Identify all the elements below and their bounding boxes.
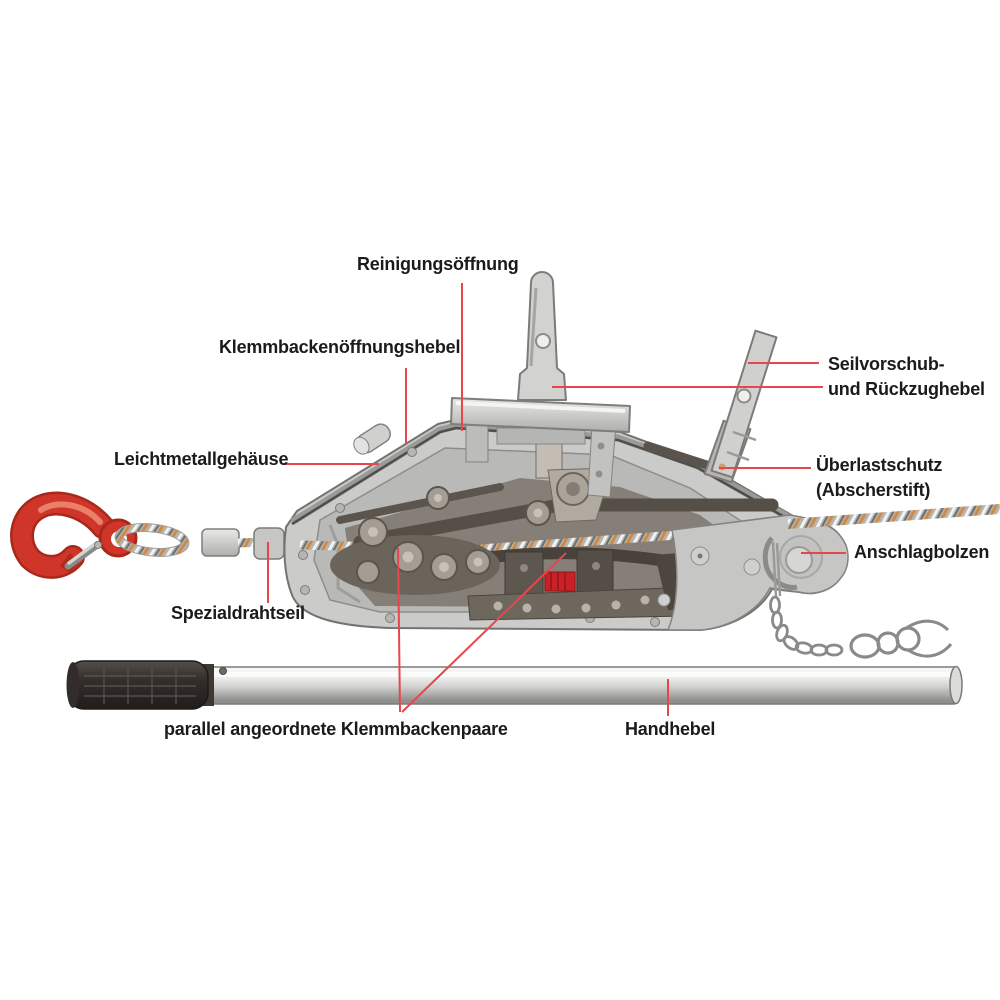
label-ueberlastschutz: Überlastschutz (Abscherstift) [816, 453, 942, 503]
label-handhebel: Handhebel [625, 719, 716, 739]
rope-right-graphic [787, 504, 1000, 529]
anchor-plate-graphic [657, 514, 849, 631]
handle-graphic [66, 660, 963, 710]
leader-lines [267, 283, 846, 716]
rope-thimble-graphic [114, 523, 285, 560]
label-ueberlastschutz-line2: (Abscherstift) [816, 480, 931, 500]
label-seilvorschub: Seilvorschub- und Rückzughebel [828, 352, 985, 402]
label-anschlagbolzen: Anschlagbolzen [854, 542, 990, 562]
label-spezialdrahtseil: Spezialdrahtseil [171, 603, 305, 623]
label-seilvorschub-line2: und Rückzughebel [828, 379, 985, 399]
label-leichtmetallgehaeuse: Leichtmetallgehäuse [114, 449, 289, 469]
top-levers-graphic [353, 271, 778, 498]
label-reinigungsoeffnung: Reinigungsöffnung [357, 254, 519, 274]
label-klemmbackenoeffnungshebel: Klemmbackenöffnungshebel [219, 337, 461, 357]
chain-graphic [769, 595, 953, 659]
label-ueberlastschutz-line1: Überlastschutz [816, 455, 943, 475]
label-seilvorschub-line1: Seilvorschub- [828, 354, 945, 374]
label-klemmbackenpaare: parallel angeordnete Klemmbackenpaare [164, 719, 508, 739]
